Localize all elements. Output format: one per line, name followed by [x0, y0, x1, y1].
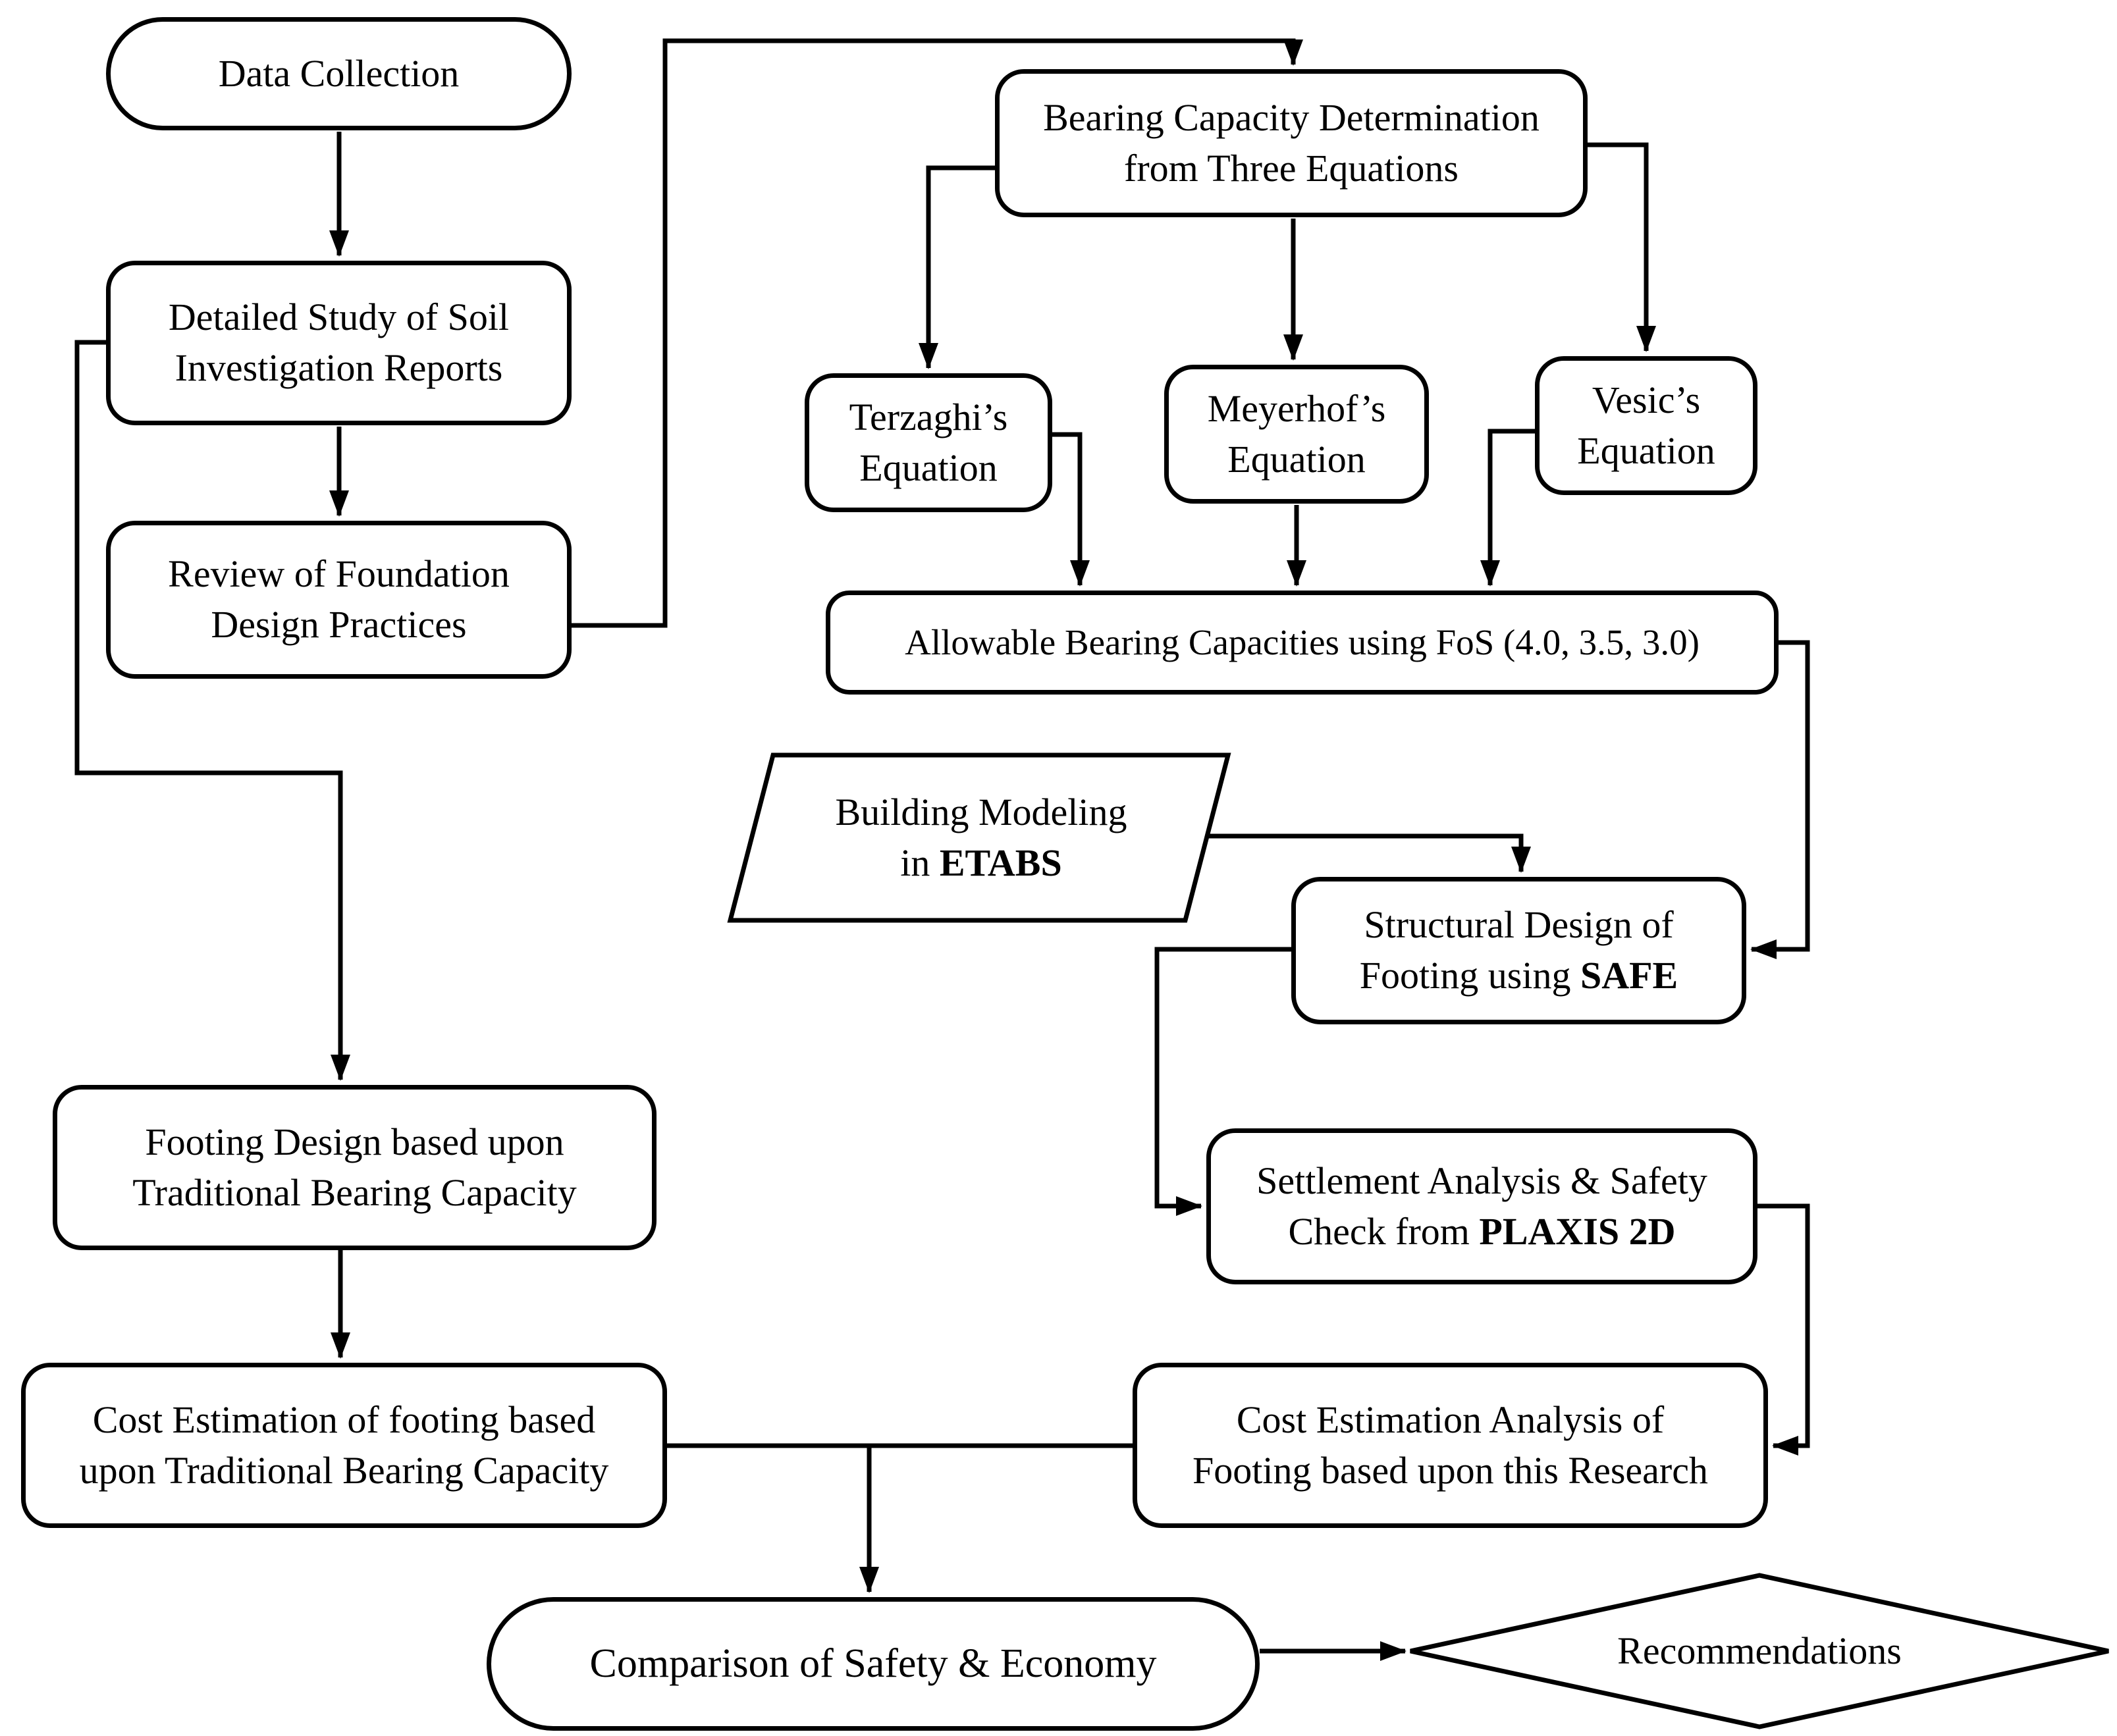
- node-meyerhof-equation: Meyerhof’s Equation: [1164, 365, 1429, 504]
- node-label-line1: Review of Foundation: [168, 552, 510, 596]
- node-label-line2-bold: ETABS: [939, 841, 1062, 884]
- node-allowable-bearing: Allowable Bearing Capacities using FoS (…: [826, 591, 1779, 695]
- etabs-parallelogram-shape: [727, 752, 1231, 923]
- node-label-line1: Cost Estimation of footing based: [92, 1398, 596, 1441]
- node-vesic-equation: Vesic’s Equation: [1535, 356, 1757, 495]
- node-comparison: Comparison of Safety & Economy: [487, 1597, 1260, 1731]
- node-label: Data Collection: [218, 51, 460, 95]
- node-data-collection: Data Collection: [106, 17, 572, 130]
- node-label-line1: Footing Design based upon: [145, 1120, 564, 1163]
- edge-bearing-capacity-to-vesic: [1588, 142, 1656, 352]
- recommendations-diamond-shape: [1410, 1573, 2109, 1729]
- node-review-foundation: Review of Foundation Design Practices: [106, 521, 572, 679]
- node-label-line2: Traditional Bearing Capacity: [132, 1170, 577, 1214]
- node-footing-design: Footing Design based upon Traditional Be…: [53, 1085, 657, 1250]
- node-label-line1: Meyerhof’s: [1207, 386, 1386, 430]
- node-label: Allowable Bearing Capacities using FoS (…: [905, 621, 1700, 662]
- node-label-line2: Footing based upon this Research: [1192, 1448, 1708, 1492]
- node-detailed-study: Detailed Study of Soil Investigation Rep…: [106, 261, 572, 425]
- node-label-line2-bold: SAFE: [1580, 954, 1678, 997]
- node-settlement-analysis: Settlement Analysis & Safety Check from …: [1206, 1128, 1757, 1284]
- node-label-line2: from Three Equations: [1124, 146, 1459, 190]
- node-label-line1: Vesic’s: [1592, 378, 1701, 421]
- node-label-line1: Structural Design of: [1364, 903, 1674, 947]
- node-bearing-capacity: Bearing Capacity Determination from Thre…: [995, 69, 1588, 217]
- edge-etabs-to-structural-design: [1207, 833, 1531, 873]
- node-label-line1: Cost Estimation Analysis of: [1236, 1398, 1665, 1441]
- node-recommendations: Recommendations: [1542, 1625, 1977, 1677]
- node-label-line1: Bearing Capacity Determination: [1043, 95, 1540, 139]
- node-label: Recommendations: [1617, 1629, 1902, 1672]
- edge-terzaghi-to-allowable: [1052, 432, 1090, 587]
- edge-review-foundation-to-bearing-capacity: [572, 38, 1303, 628]
- node-label-line1: Detailed Study of Soil: [168, 296, 510, 339]
- node-label-line2-prefix: Check from: [1288, 1209, 1480, 1253]
- node-label-line2: Equation: [1577, 429, 1715, 472]
- node-label-line1: Settlement Analysis & Safety: [1256, 1159, 1707, 1202]
- node-etabs-modeling: Building Modeling in ETABS: [757, 767, 1205, 908]
- node-cost-research: Cost Estimation Analysis of Footing base…: [1133, 1363, 1768, 1528]
- edge-vesic-to-allowable: [1480, 429, 1535, 587]
- edge-bearing-capacity-to-terzaghi: [919, 165, 995, 369]
- edge-allowable-to-structural-design: [1750, 640, 1810, 959]
- node-label-line2-prefix: in: [900, 841, 940, 884]
- node-label-line2: Footing using SAFE: [1360, 951, 1678, 1001]
- node-structural-design: Structural Design of Footing using SAFE: [1291, 877, 1746, 1024]
- node-label-line2: Equation: [859, 446, 998, 489]
- node-label-line2: Investigation Reports: [174, 346, 503, 389]
- node-label-line2-bold: PLAXIS 2D: [1479, 1209, 1676, 1253]
- node-label-line2: in ETABS: [900, 838, 1062, 889]
- edge-settlement-to-cost-research: [1757, 1203, 1810, 1456]
- node-label-line2-prefix: Footing using: [1359, 954, 1580, 997]
- node-cost-traditional: Cost Estimation of footing based upon Tr…: [21, 1363, 667, 1528]
- node-label: Comparison of Safety & Economy: [589, 1641, 1157, 1686]
- edge-detailed-study-to-footing-design: [74, 340, 350, 1081]
- node-terzaghi-equation: Terzaghi’s Equation: [805, 373, 1052, 512]
- node-label-line2: upon Traditional Bearing Capacity: [79, 1448, 609, 1492]
- node-label-line1: Building Modeling: [835, 790, 1127, 833]
- node-label-line2: Check from PLAXIS 2D: [1288, 1207, 1675, 1257]
- node-label-line2: Design Practices: [211, 603, 467, 646]
- edge-structural-design-to-settlement: [1154, 947, 1291, 1216]
- node-label-line2: Equation: [1227, 437, 1366, 481]
- node-label-line1: Terzaghi’s: [849, 395, 1008, 438]
